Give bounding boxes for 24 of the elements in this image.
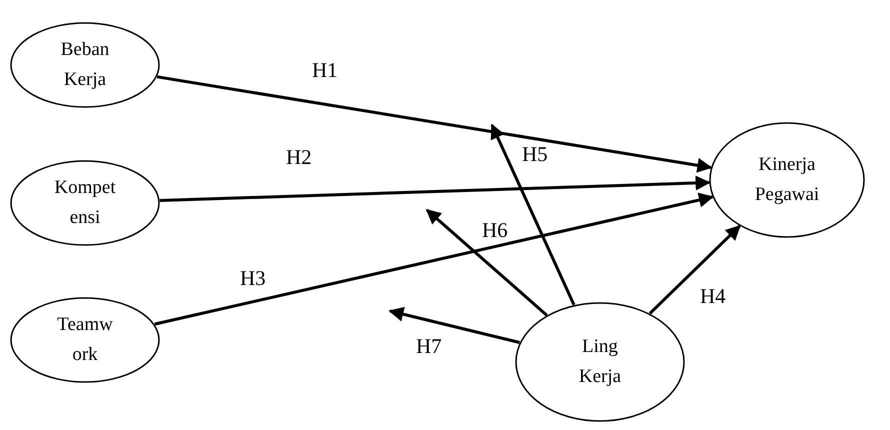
node-label: Ling Kerja <box>578 335 622 389</box>
arrow <box>648 225 741 314</box>
edge-label: H7 <box>416 334 442 359</box>
edge-label: H2 <box>286 145 312 170</box>
arrow <box>160 176 711 202</box>
arrow <box>490 124 576 306</box>
arrow <box>156 75 712 173</box>
node-label: Kompet ensi <box>53 176 117 230</box>
ellipse-node <box>10 160 160 246</box>
ellipse-node <box>10 22 160 108</box>
arrow <box>426 208 548 316</box>
edge-label: H3 <box>240 266 266 291</box>
arrow <box>388 306 520 344</box>
node-label: Beban Kerja <box>60 38 110 92</box>
ellipse-node <box>10 297 160 383</box>
edge-label: H5 <box>522 142 548 167</box>
edge-label: H4 <box>700 284 726 309</box>
node-label: Teamw ork <box>56 313 114 367</box>
arrow <box>154 192 714 326</box>
ellipse-node <box>709 122 865 238</box>
node-label: Kinerja Pegawai <box>754 153 820 207</box>
ellipse-node <box>515 302 685 422</box>
edge-label: H6 <box>482 218 508 243</box>
edge-label: H1 <box>312 58 338 83</box>
